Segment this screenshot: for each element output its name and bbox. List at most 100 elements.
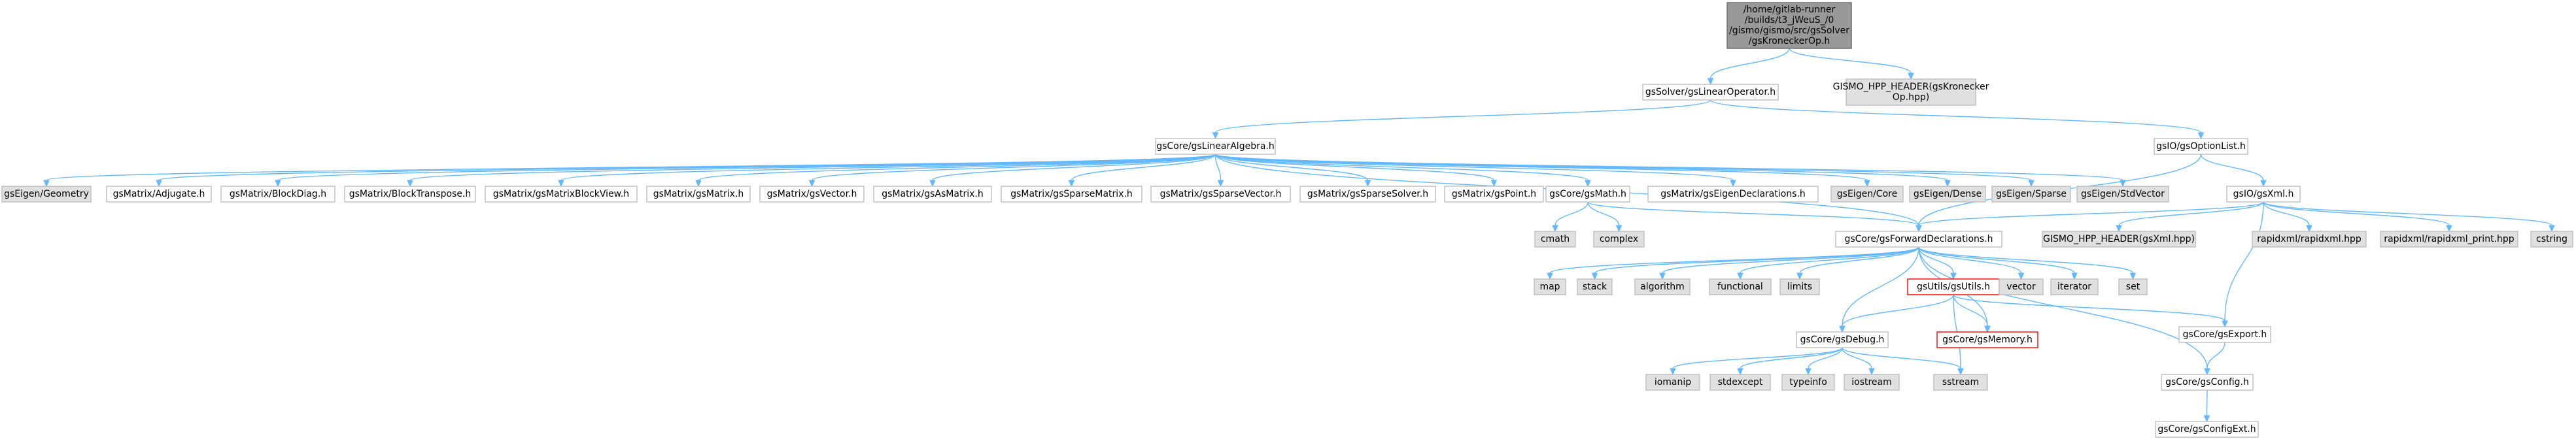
node-label: vector	[2006, 282, 2036, 292]
node-gsmatrix-gssparsesolver-h[interactable]: gsMatrix/gsSparseSolver.h	[1299, 186, 1436, 203]
node-iterator[interactable]: iterator	[2050, 278, 2099, 295]
node-box	[1933, 374, 1988, 391]
node-gsmatrix-gsmatrixblockview-h[interactable]: gsMatrix/gsMatrixBlockView.h	[485, 186, 638, 203]
node-gscore-gsconfig-h[interactable]: gsCore/gsConfig.h	[2161, 374, 2254, 391]
node-box	[1991, 186, 2071, 203]
edge-fwd-to-iterator	[1918, 246, 2078, 280]
node-box	[1534, 278, 1566, 295]
edge-linalg-to-blockview	[558, 154, 1216, 188]
edge-debug-to-typeinfo	[1805, 347, 1843, 376]
node-label: gsCore/gsConfigExt.h	[2157, 424, 2256, 435]
node-box	[1634, 278, 1691, 295]
node-cmath[interactable]: cmath	[1534, 231, 1576, 248]
node-box	[759, 186, 865, 203]
node-gsmatrix-gsasmatrix-h[interactable]: gsMatrix/gsAsMatrix.h	[873, 186, 992, 203]
edge-xml-to-hdrXml	[2116, 201, 2264, 233]
edge-fwd-to-algorithm	[1659, 246, 1919, 280]
node-gsmatrix-blocktranspose-h[interactable]: gsMatrix/BlockTranspose.h	[344, 186, 476, 203]
node-algorithm[interactable]: algorithm	[1634, 278, 1691, 295]
node-label: gsMatrix/gsMatrixBlockView.h	[493, 189, 629, 199]
node-gscore-gsforwarddeclarations-h[interactable]: gsCore/gsForwardDeclarations.h	[1835, 231, 2002, 248]
edge-fwd-to-utils	[1918, 246, 1957, 280]
edge-linalg-to-gsvector	[808, 154, 1216, 188]
node-label: gsCore/gsLinearAlgebra.h	[1156, 141, 1275, 152]
node-label: limits	[1787, 282, 1812, 292]
node-iostream[interactable]: iostream	[1844, 374, 1900, 391]
node-vector[interactable]: vector	[1999, 278, 2044, 295]
edge-fwd-to-functional	[1737, 246, 1919, 280]
node-home-gitlab-runner-builds-t3-jweus-0-gismo-gismo-src-gssolver-gskroneckerop-h[interactable]: /home/gitlab-runner/builds/t3_jWeuS_/0/g…	[1726, 2, 1852, 49]
node-gsmatrix-gssparsematrix-h[interactable]: gsMatrix/gsSparseMatrix.h	[1001, 186, 1142, 203]
node-box	[1999, 278, 2044, 295]
node-box	[1726, 2, 1852, 49]
node-set[interactable]: set	[2118, 278, 2148, 295]
node-label: gsCore/gsForwardDeclarations.h	[1844, 234, 1993, 244]
node-gscore-gsconfigext-h[interactable]: gsCore/gsConfigExt.h	[2155, 421, 2259, 438]
edge-linop-to-optlist	[1709, 99, 2205, 140]
node-rapidxml-rapidxml-print-hpp[interactable]: rapidxml/rapidxml_print.hpp	[2380, 231, 2518, 248]
node-gseigen-sparse[interactable]: gsEigen/Sparse	[1991, 186, 2071, 203]
node-typeinfo[interactable]: typeinfo	[1781, 374, 1835, 391]
node-label: cmath	[1541, 234, 1570, 244]
node-gssolver-gslinearoperator-h[interactable]: gsSolver/gsLinearOperator.h	[1642, 84, 1779, 101]
node-iomanip[interactable]: iomanip	[1645, 374, 1700, 391]
node-gscore-gsexport-h[interactable]: gsCore/gsExport.h	[2178, 326, 2271, 343]
node-cstring[interactable]: cstring	[2530, 231, 2573, 248]
node-label: gsSolver/gsLinearOperator.h	[1645, 87, 1776, 97]
node-gsmatrix-gsvector-h[interactable]: gsMatrix/gsVector.h	[759, 186, 865, 203]
node-label: gsMatrix/Adjugate.h	[113, 189, 205, 199]
edge-utils-to-export	[1953, 294, 2228, 328]
node-label: GISMO_HPP_HEADER(gsXml.hpp)	[2043, 234, 2195, 244]
node-gseigen-dense[interactable]: gsEigen/Dense	[1909, 186, 1986, 203]
node-box	[646, 186, 751, 203]
node-label: gsEigen/Sparse	[1996, 189, 2067, 199]
node-gismo-hpp-header-gskronecker-op-hpp[interactable]: GISMO_HPP_HEADER(gsKroneckerOp.hpp)	[1833, 78, 1989, 106]
node-box	[1299, 186, 1436, 203]
edge-debug-to-stdexcept	[1737, 347, 1843, 376]
node-stdexcept[interactable]: stdexcept	[1709, 374, 1771, 391]
node-box	[2252, 231, 2367, 248]
node-gsutils-gsutils-h[interactable]: gsUtils/gsUtils.h	[1907, 278, 2000, 295]
node-box	[1, 186, 92, 203]
node-gsmatrix-gspoint-h[interactable]: gsMatrix/gsPoint.h	[1444, 186, 1544, 203]
node-label: gsMatrix/gsSparseSolver.h	[1307, 189, 1428, 199]
node-gsmatrix-adjugate-h[interactable]: gsMatrix/Adjugate.h	[106, 186, 212, 203]
node-label: /gismo/gismo/src/gsSolver	[1729, 25, 1849, 36]
node-gsmatrix-gsmatrix-h[interactable]: gsMatrix/gsMatrix.h	[646, 186, 751, 203]
node-label: /gsKroneckerOp.h	[1749, 36, 1830, 46]
node-box	[1781, 374, 1835, 391]
edge-xml-to-fwd	[1915, 201, 2264, 233]
node-label: stack	[1583, 282, 1607, 292]
node-limits[interactable]: limits	[1779, 278, 1820, 295]
node-gsmatrix-blockdiag-h[interactable]: gsMatrix/BlockDiag.h	[220, 186, 335, 203]
node-gsio-gsoptionlist-h[interactable]: gsIO/gsOptionList.h	[2154, 138, 2248, 155]
node-stack[interactable]: stack	[1577, 278, 1613, 295]
node-gsmatrix-gseigendeclarations-h[interactable]: gsMatrix/gsEigenDeclarations.h	[1647, 186, 1819, 203]
node-gseigen-core[interactable]: gsEigen/Core	[1830, 186, 1904, 203]
node-gsmatrix-gssparsevector-h[interactable]: gsMatrix/gsSparseVector.h	[1150, 186, 1291, 203]
node-box	[220, 186, 335, 203]
node-gscore-gsdebug-h[interactable]: gsCore/gsDebug.h	[1796, 331, 1889, 348]
node-box	[344, 186, 476, 203]
node-label: gsIO/gsOptionList.h	[2156, 141, 2246, 152]
node-gscore-gsmemory-h[interactable]: gsCore/gsMemory.h	[1936, 331, 2038, 348]
node-label: gsMatrix/BlockTranspose.h	[349, 189, 472, 199]
node-label: gsMatrix/gsMatrix.h	[653, 189, 744, 199]
node-box	[2380, 231, 2518, 248]
node-gismo-hpp-header-gsxml-hpp[interactable]: GISMO_HPP_HEADER(gsXml.hpp)	[2042, 231, 2196, 248]
node-gsio-gsxml-h[interactable]: gsIO/gsXml.h	[2226, 186, 2301, 203]
node-gseigen-geometry[interactable]: gsEigen/Geometry	[1, 186, 92, 203]
node-label: stdexcept	[1718, 377, 1763, 387]
node-gseigen-stdvector[interactable]: gsEigen/StdVector	[2076, 186, 2169, 203]
node-gscore-gsmath-h[interactable]: gsCore/gsMath.h	[1545, 186, 1630, 203]
node-rapidxml-rapidxml-hpp[interactable]: rapidxml/rapidxml.hpp	[2252, 231, 2367, 248]
node-complex[interactable]: complex	[1593, 231, 1645, 248]
node-gscore-gslinearalgebra-h[interactable]: gsCore/gsLinearAlgebra.h	[1155, 138, 1276, 155]
node-label: gsEigen/Core	[1837, 189, 1897, 199]
node-functional[interactable]: functional	[1709, 278, 1772, 295]
node-box	[1796, 331, 1889, 348]
node-box	[1936, 331, 2038, 348]
node-box	[1593, 231, 1645, 248]
node-sstream[interactable]: sstream	[1933, 374, 1988, 391]
node-map[interactable]: map	[1534, 278, 1566, 295]
